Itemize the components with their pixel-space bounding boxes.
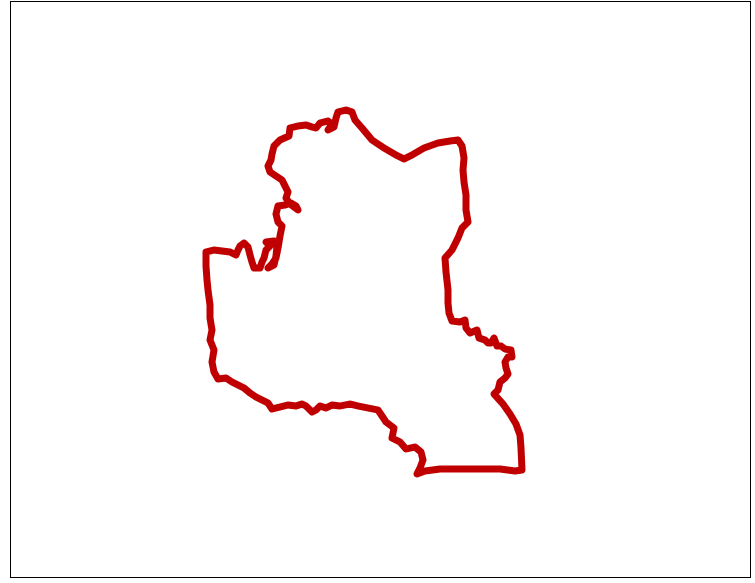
region-boundary-outline[interactable] xyxy=(202,106,526,478)
map-frame xyxy=(10,1,751,578)
